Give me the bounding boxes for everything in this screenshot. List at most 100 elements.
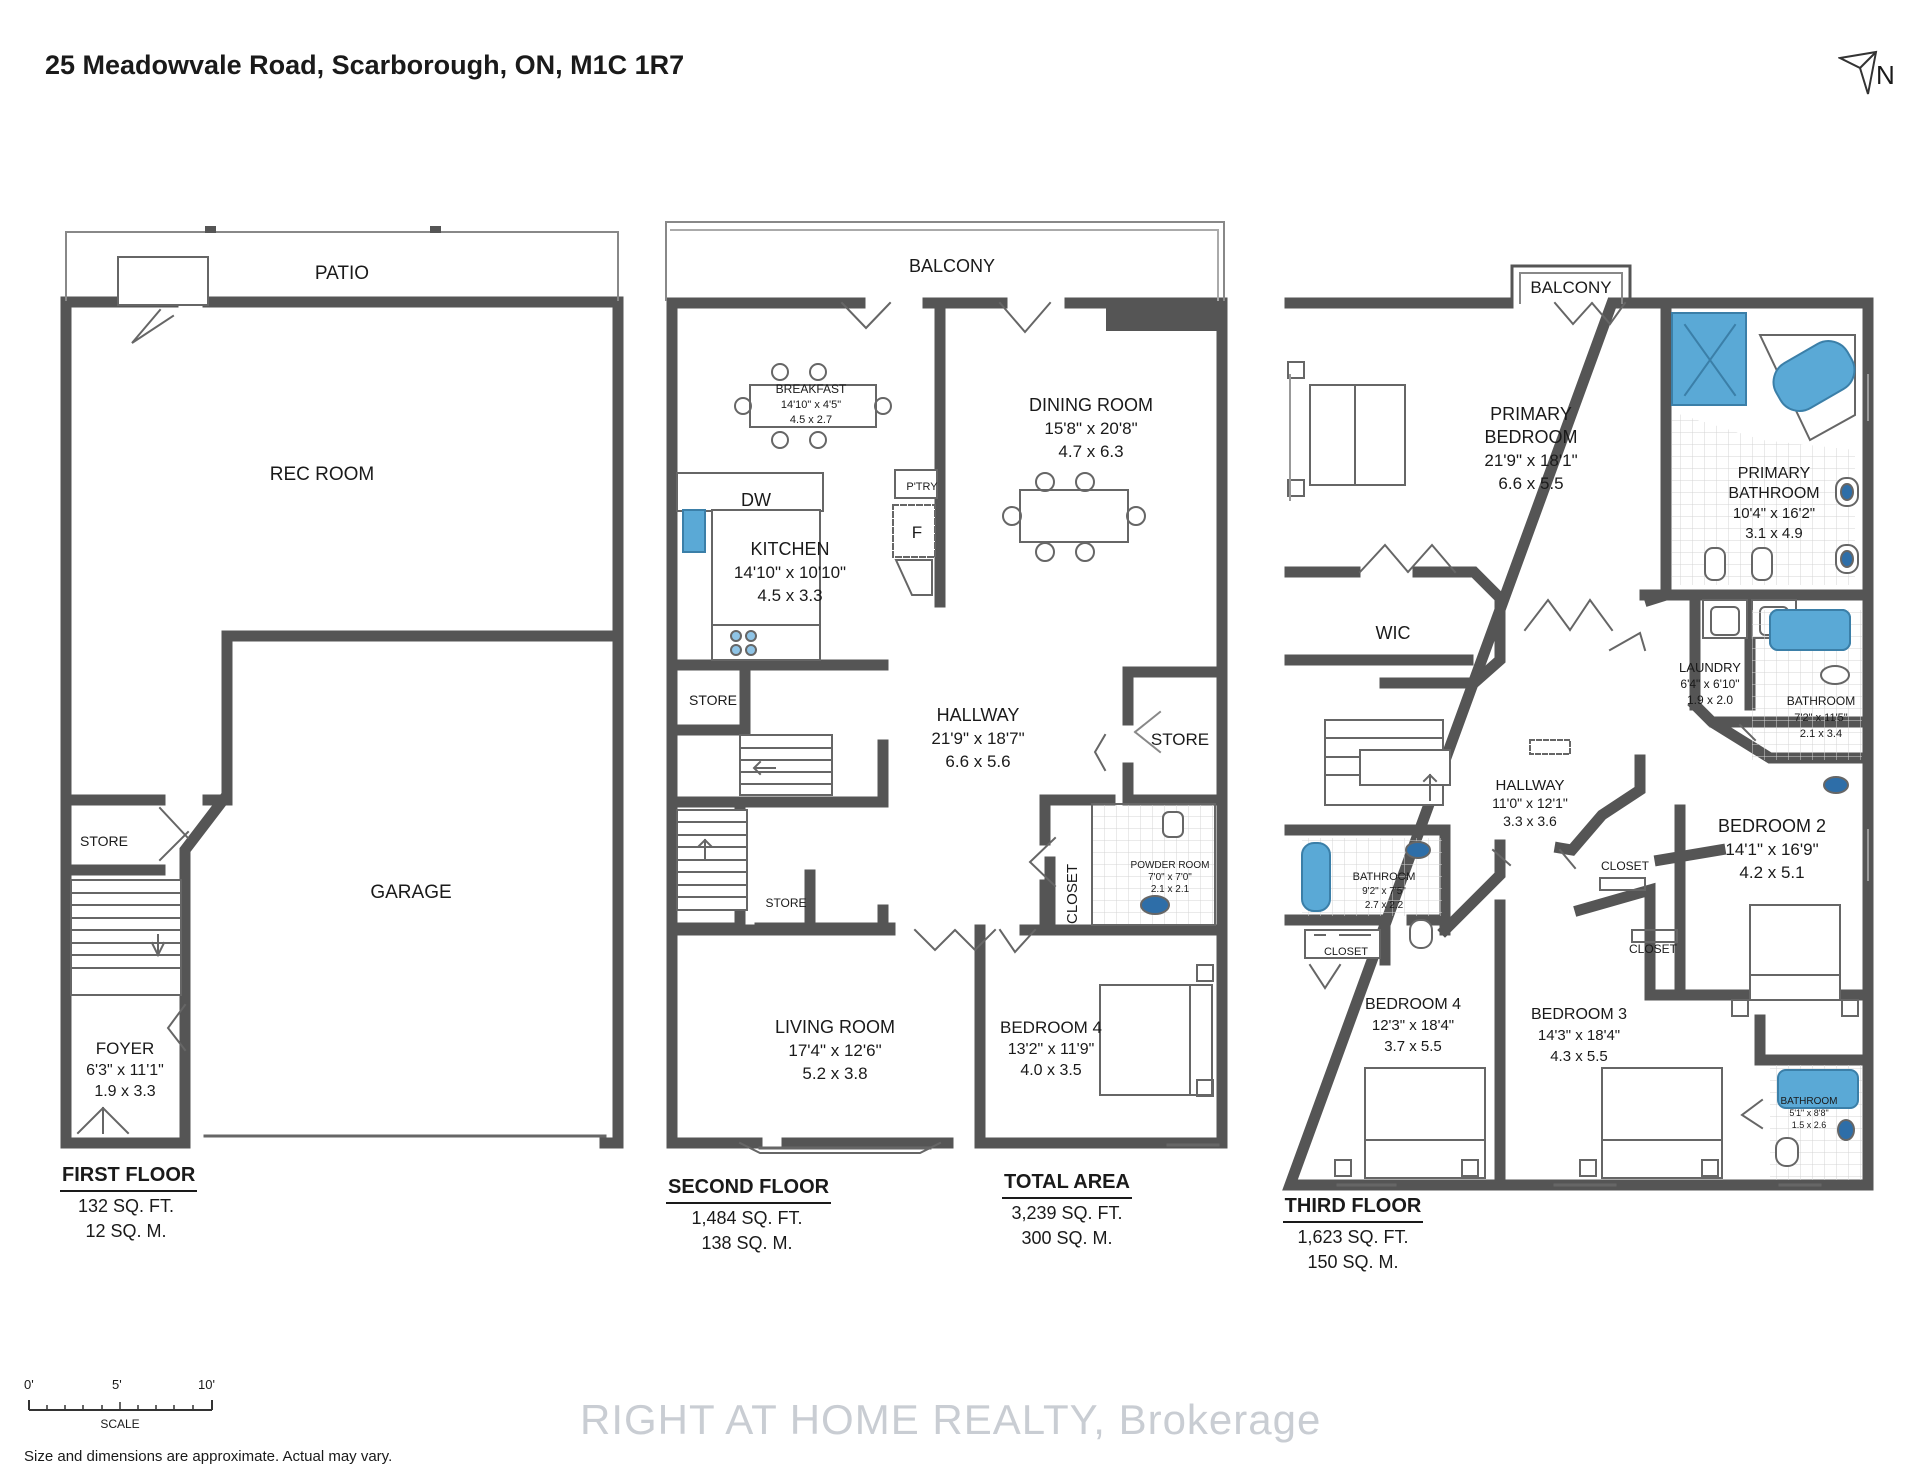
breakfast-dims: 14'10" x 4'5" <box>781 399 841 411</box>
bedroom4-2f-metric: 4.0 x 3.5 <box>1020 1062 1081 1079</box>
disclaimer: Size and dimensions are approximate. Act… <box>24 1448 393 1465</box>
label-garage: GARAGE <box>370 882 451 903</box>
second-floor-title: SECOND FLOOR <box>666 1175 832 1204</box>
bath-c-metric: 1.5 x 2.6 <box>1792 1120 1827 1130</box>
total-area-sqft: 3,239 SQ. FT. <box>1011 1203 1123 1223</box>
primary-bedroom-metric: 6.6 x 5.5 <box>1498 474 1563 493</box>
third-floor-sqft: 1,623 SQ. FT. <box>1297 1227 1409 1247</box>
label-hallway-2f: HALLWAY <box>937 705 1020 725</box>
label-primary-bath-2: BATHROOM <box>1728 485 1819 502</box>
label-powder-room: POWDER ROOM <box>1131 860 1210 871</box>
scale-tick-10: 10' <box>198 1377 215 1392</box>
room-labels: PATIO REC ROOM STORE GARAGE FOYER 6'3" x… <box>80 256 1855 1130</box>
bath-b-dims: 9'2" x 7'5" <box>1362 886 1406 897</box>
bath-a-metric: 2.1 x 3.4 <box>1800 728 1842 740</box>
foyer-dims: 6'3" x 11'1" <box>86 1062 164 1079</box>
third-floor-title: THIRD FLOOR <box>1282 1194 1424 1223</box>
third-floor-summary: THIRD FLOOR 1,623 SQ. FT. 150 SQ. M. <box>1278 1194 1428 1275</box>
north-label: N <box>1876 60 1895 90</box>
label-bath-b: BATHROOM <box>1353 871 1416 883</box>
label-dw: DW <box>741 490 771 510</box>
label-primary-bath-1: PRIMARY <box>1738 465 1811 482</box>
label-balcony-3f: BALCONY <box>1530 278 1611 297</box>
primary-bath-dims: 10'4" x 16'2" <box>1733 505 1815 522</box>
kitchen-metric: 4.5 x 3.3 <box>757 586 822 605</box>
first-floor-plan <box>60 296 624 1149</box>
total-area-summary: TOTAL AREA 3,239 SQ. FT. 300 SQ. M. <box>1002 1170 1132 1251</box>
label-closet-a: CLOSET <box>1601 859 1650 873</box>
powder-dims: 7'0" x 7'0" <box>1148 872 1192 883</box>
bedroom4-3f-dims: 12'3" x 18'4" <box>1372 1017 1454 1034</box>
label-bath-c: BATHROOM <box>1780 1096 1837 1107</box>
label-wic: WIC <box>1376 623 1411 643</box>
label-patio: PATIO <box>315 263 369 284</box>
label-closet-b: CLOSET <box>1324 946 1368 958</box>
label-bedroom4-2f: BEDROOM 4 <box>1000 1018 1102 1037</box>
label-hallway-3f: HALLWAY <box>1496 777 1565 794</box>
property-address: 25 Meadowvale Road, Scarborough, ON, M1C… <box>45 50 685 80</box>
third-floor-sqm: 150 SQ. M. <box>1307 1252 1399 1272</box>
label-closet-c: CLOSET <box>1629 942 1678 956</box>
scale-bar: 0' 5' 10' SCALE <box>22 1374 232 1446</box>
scale-label: SCALE <box>100 1417 139 1431</box>
hallway-3f-dims: 11'0" x 12'1" <box>1492 795 1568 811</box>
label-store-2f-small: STORE <box>765 896 806 910</box>
label-breakfast: BREAKFAST <box>776 382 847 396</box>
hallway-3f-metric: 3.3 x 3.6 <box>1503 813 1557 829</box>
primary-bath-metric: 3.1 x 4.9 <box>1745 525 1803 542</box>
living-metric: 5.2 x 3.8 <box>802 1064 867 1083</box>
bedroom4-2f-dims: 13'2" x 11'9" <box>1008 1041 1095 1058</box>
brokerage-watermark: RIGHT AT HOME REALTY, Brokerage <box>580 1396 1322 1443</box>
scale-ruler-icon: 0' 5' 10' SCALE <box>24 1377 215 1431</box>
second-floor-sqm: 138 SQ. M. <box>701 1233 793 1253</box>
primary-bedroom-dims: 21'9" x 18'1" <box>1484 451 1577 470</box>
total-area-sqm: 300 SQ. M. <box>1021 1228 1113 1248</box>
label-laundry: LAUNDRY <box>1679 660 1741 675</box>
north-arrow: N <box>1836 50 1898 98</box>
breakfast-metric: 4.5 x 2.7 <box>790 414 832 426</box>
kitchen-dims: 14'10" x 10'10" <box>734 563 846 582</box>
bedroom2-metric: 4.2 x 5.1 <box>1739 863 1804 882</box>
label-kitchen: KITCHEN <box>750 539 829 559</box>
label-bedroom3: BEDROOM 3 <box>1531 1006 1627 1023</box>
label-rec-room: REC ROOM <box>270 464 375 485</box>
scale-tick-0: 0' <box>24 1377 34 1392</box>
label-bedroom2: BEDROOM 2 <box>1718 816 1826 836</box>
label-balcony-2f: BALCONY <box>909 256 995 276</box>
laundry-dims: 6'4" x 6'10" <box>1680 677 1739 691</box>
hallway-2f-metric: 6.6 x 5.6 <box>945 752 1010 771</box>
first-floor-sqm: 12 SQ. M. <box>85 1221 167 1241</box>
compass-icon <box>1836 50 1878 95</box>
label-store-2f-left: STORE <box>689 692 737 708</box>
label-primary-bedroom-1: PRIMARY <box>1490 404 1572 424</box>
label-store-2f-right: STORE <box>1151 730 1209 749</box>
dining-metric: 4.7 x 6.3 <box>1058 442 1123 461</box>
living-dims: 17'4" x 12'6" <box>788 1041 881 1060</box>
bedroom2-dims: 14'1" x 16'9" <box>1725 840 1818 859</box>
first-floor-details <box>65 226 619 1138</box>
laundry-metric: 1.9 x 2.0 <box>1687 693 1733 707</box>
first-floor-summary: FIRST FLOOR 132 SQ. FT. 12 SQ. M. <box>60 1163 198 1244</box>
label-store-1f: STORE <box>80 833 128 849</box>
label-living-room: LIVING ROOM <box>775 1017 895 1037</box>
first-floor-sqft: 132 SQ. FT. <box>77 1196 175 1216</box>
second-floor-plan <box>666 297 1228 1149</box>
bath-b-metric: 2.7 x 2.2 <box>1365 900 1404 911</box>
bedroom3-metric: 4.3 x 5.5 <box>1550 1048 1608 1065</box>
dining-dims: 15'8" x 20'8" <box>1044 419 1137 438</box>
bedroom4-3f-metric: 3.7 x 5.5 <box>1384 1038 1442 1055</box>
bedroom3-dims: 14'3" x 18'4" <box>1538 1027 1620 1044</box>
hallway-2f-dims: 21'9" x 18'7" <box>931 729 1024 748</box>
second-floor-summary: SECOND FLOOR 1,484 SQ. FT. 138 SQ. M. <box>666 1175 832 1256</box>
label-bedroom4-3f: BEDROOM 4 <box>1365 996 1461 1013</box>
bath-a-dims: 7'2" x 11'5" <box>1794 712 1847 724</box>
label-pantry: P'TRY <box>906 481 938 493</box>
label-dining: DINING ROOM <box>1029 395 1153 415</box>
label-bath-a: BATHROOM <box>1787 694 1855 708</box>
label-foyer: FOYER <box>96 1039 155 1058</box>
label-primary-bedroom-2: BEDROOM <box>1484 427 1577 447</box>
powder-metric: 2.1 x 2.1 <box>1151 884 1190 895</box>
scale-tick-5: 5' <box>112 1377 122 1392</box>
second-floor-sqft: 1,484 SQ. FT. <box>691 1208 803 1228</box>
